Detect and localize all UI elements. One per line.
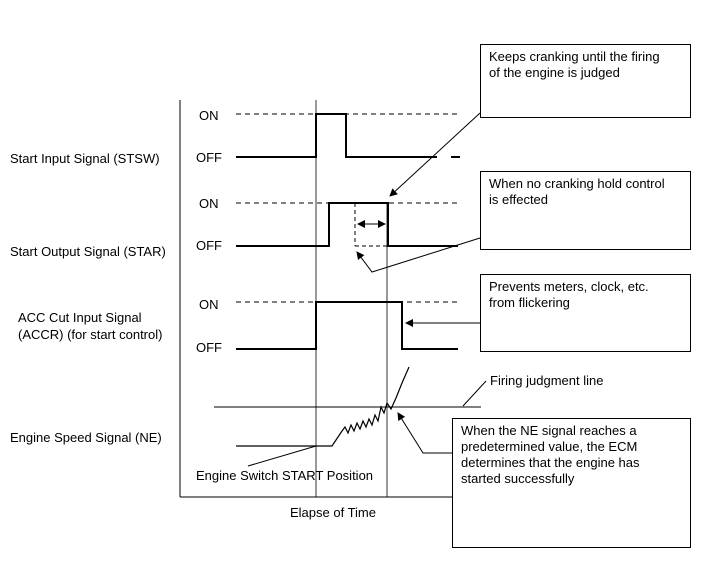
annotation-box-no-hold: When no cranking hold control is effecte…	[480, 171, 691, 250]
accr-off-label: OFF	[196, 340, 222, 355]
accr-label-line1: ACC Cut Input Signal	[18, 310, 142, 325]
ne-reaches-pointer	[397, 412, 455, 454]
star-on-label: ON	[199, 196, 219, 211]
no-hold-line1: When no cranking hold control	[489, 176, 665, 191]
ne-reaches-line1: When the NE signal reaches a	[461, 423, 637, 438]
stsw-waveform	[236, 113, 437, 158]
no-hold-pointer	[356, 237, 481, 273]
star-label: Start Output Signal (STAR)	[10, 244, 166, 259]
accr-waveform	[236, 301, 458, 350]
firing-judgment-pointer	[462, 380, 487, 407]
engine-switch-pointer	[247, 445, 317, 467]
ne-label: Engine Speed Signal (NE)	[10, 430, 162, 445]
ne-reaches-line3: determines that the engine has	[461, 455, 640, 470]
stsw-on-label: ON	[199, 108, 219, 123]
star-waveform	[236, 202, 458, 247]
star-off-label: OFF	[196, 238, 222, 253]
firing-judgment-label: Firing judgment line	[490, 373, 603, 388]
accr-on-label: ON	[199, 297, 219, 312]
cranking-line1: Keeps cranking until the firing	[489, 49, 660, 64]
ne-reaches-line2: predetermined value, the ECM	[461, 439, 638, 454]
x-axis-label: Elapse of Time	[290, 505, 376, 520]
cranking-pointer	[389, 112, 481, 197]
flicker-line2: from flickering	[489, 295, 570, 310]
stsw-off-label: OFF	[196, 150, 222, 165]
annotation-box-cranking: Keeps cranking until the firing of the e…	[480, 44, 691, 118]
engine-switch-label: Engine Switch START Position	[196, 468, 373, 483]
annotation-box-flicker: Prevents meters, clock, etc. from flicke…	[480, 274, 691, 352]
stsw-label: Start Input Signal (STSW)	[10, 151, 160, 166]
flicker-line1: Prevents meters, clock, etc.	[489, 279, 649, 294]
no-hold-line2: is effected	[489, 192, 549, 207]
cranking-line2: of the engine is judged	[489, 65, 620, 80]
ne-waveform	[236, 366, 410, 447]
ne-reaches-line4: started successfully	[461, 471, 575, 486]
accr-label-line2: (ACCR) (for start control)	[18, 327, 162, 342]
annotation-box-ne-reaches: When the NE signal reaches a predetermin…	[452, 418, 691, 548]
